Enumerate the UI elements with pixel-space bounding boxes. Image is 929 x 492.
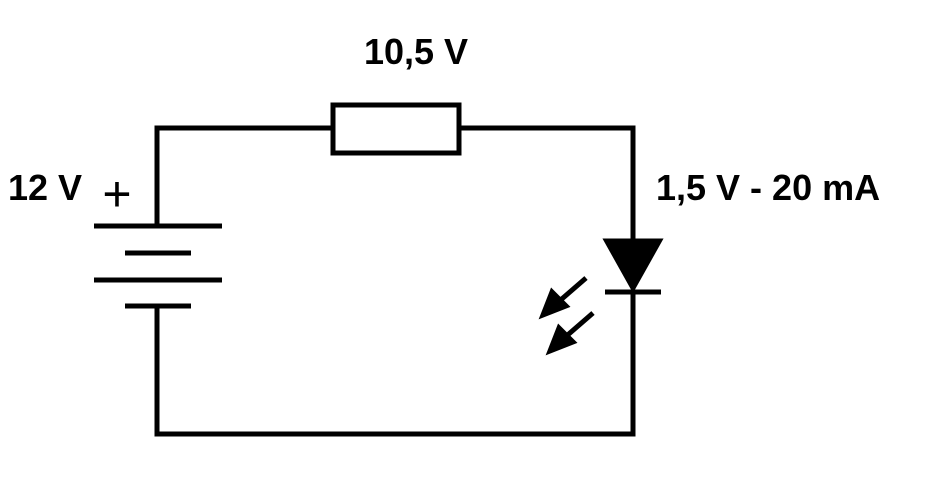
led-triangle [602, 238, 664, 294]
circuit-wires [154, 125, 636, 437]
led-rating-label: 1,5 V - 20 mA [656, 167, 880, 208]
light-arrow-upper-head [538, 287, 571, 320]
led-light-arrows [538, 276, 595, 356]
resistor-symbol [330, 102, 462, 156]
battery-voltage-label: 12 V [8, 167, 82, 208]
light-arrow-lower-head [545, 323, 578, 356]
resistor-voltage-label: 10,5 V [364, 31, 468, 72]
led-symbol [602, 238, 664, 295]
battery-polarity-plus: + [102, 166, 131, 222]
battery-symbol [94, 223, 222, 309]
